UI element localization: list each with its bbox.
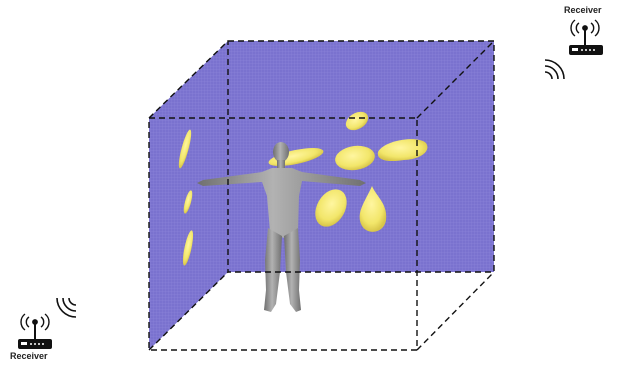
left-wall-blobs (178, 129, 194, 266)
signal-waves-icon (544, 59, 565, 80)
receiver-label-top-right: Receiver (564, 5, 602, 15)
wifi-router-icon (20, 313, 50, 339)
receiver-label-bottom-left: Receiver (10, 351, 48, 361)
reflection-blobs (268, 111, 428, 232)
room-box-edges (148, 40, 495, 351)
human-figure-icon (197, 142, 366, 312)
receiver-top-right (544, 19, 603, 80)
receiver-bottom-left (18, 297, 77, 349)
wifi-router-icon (570, 19, 600, 45)
signal-waves-icon (56, 297, 77, 318)
